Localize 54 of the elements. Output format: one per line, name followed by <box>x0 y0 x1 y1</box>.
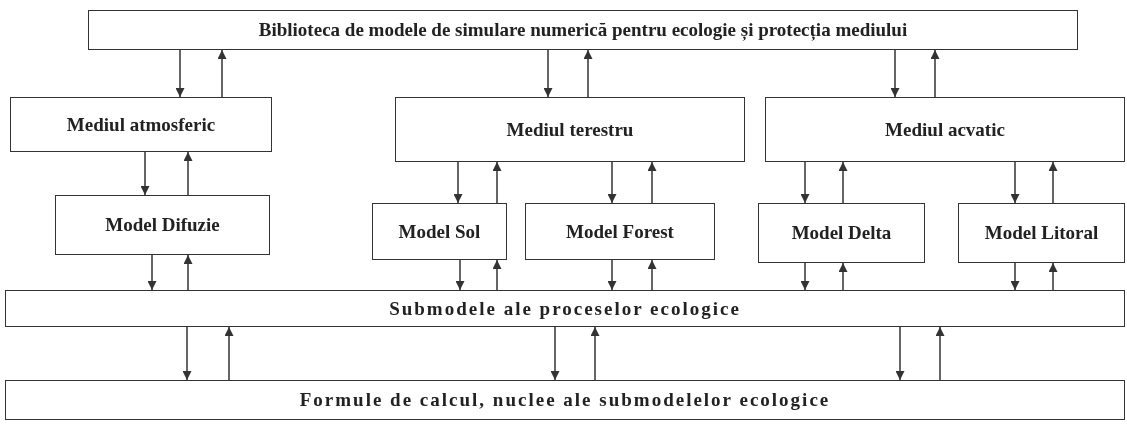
arrow <box>607 259 617 291</box>
arrow <box>930 49 940 98</box>
arrow <box>175 49 185 98</box>
arrow <box>217 49 227 98</box>
arrow <box>492 259 502 291</box>
box-label: Model Forest <box>566 220 674 243</box>
box-label: Biblioteca de modele de simulare numerică pentru ecologie și protecția mediului <box>258 19 908 41</box>
arrow <box>183 254 193 291</box>
arrow <box>147 254 157 291</box>
arrow <box>550 326 560 381</box>
arrow <box>453 161 463 204</box>
arrow <box>890 49 900 98</box>
box-label: Model Difuzie <box>105 214 220 236</box>
arrow <box>935 326 945 381</box>
arrow <box>647 259 657 291</box>
arrow <box>838 262 848 291</box>
arrow <box>895 326 905 381</box>
arrow <box>1048 262 1058 291</box>
arrow <box>492 161 502 204</box>
arrow <box>455 259 465 291</box>
box-label: Formule de calcul, nuclee ale submodelelor ecologice <box>299 389 831 411</box>
box-label: Model Litoral <box>984 222 1099 244</box>
arrow <box>607 161 617 204</box>
process-box <box>88 10 1078 50</box>
arrow <box>583 49 593 98</box>
arrow <box>800 161 810 204</box>
process-box <box>395 97 745 162</box>
arrow <box>224 326 234 381</box>
box-label: Model Delta <box>791 222 892 244</box>
arrow <box>1010 262 1020 291</box>
process-box <box>10 97 272 152</box>
arrow <box>182 326 192 381</box>
box-label: Model Sol <box>398 220 481 243</box>
process-box <box>525 203 715 260</box>
arrow <box>183 151 193 196</box>
arrow <box>140 151 150 196</box>
arrow <box>1048 161 1058 204</box>
box-label: Mediul atmosferic <box>66 113 216 136</box>
process-box <box>958 203 1125 263</box>
box-label: Mediul terestru <box>506 118 634 141</box>
box-label: Submodele ale proceselor ecologice <box>389 297 741 320</box>
arrow <box>590 326 600 381</box>
box-label: Mediul acvatic <box>885 118 1005 141</box>
arrow <box>647 161 657 204</box>
arrow <box>1010 161 1020 204</box>
process-box <box>372 203 507 260</box>
process-box <box>758 203 925 263</box>
arrow <box>838 161 848 204</box>
process-box <box>5 380 1125 420</box>
process-box <box>55 195 270 255</box>
process-box <box>5 290 1125 327</box>
arrow <box>543 49 553 98</box>
arrow <box>800 262 810 291</box>
process-box <box>765 97 1125 162</box>
